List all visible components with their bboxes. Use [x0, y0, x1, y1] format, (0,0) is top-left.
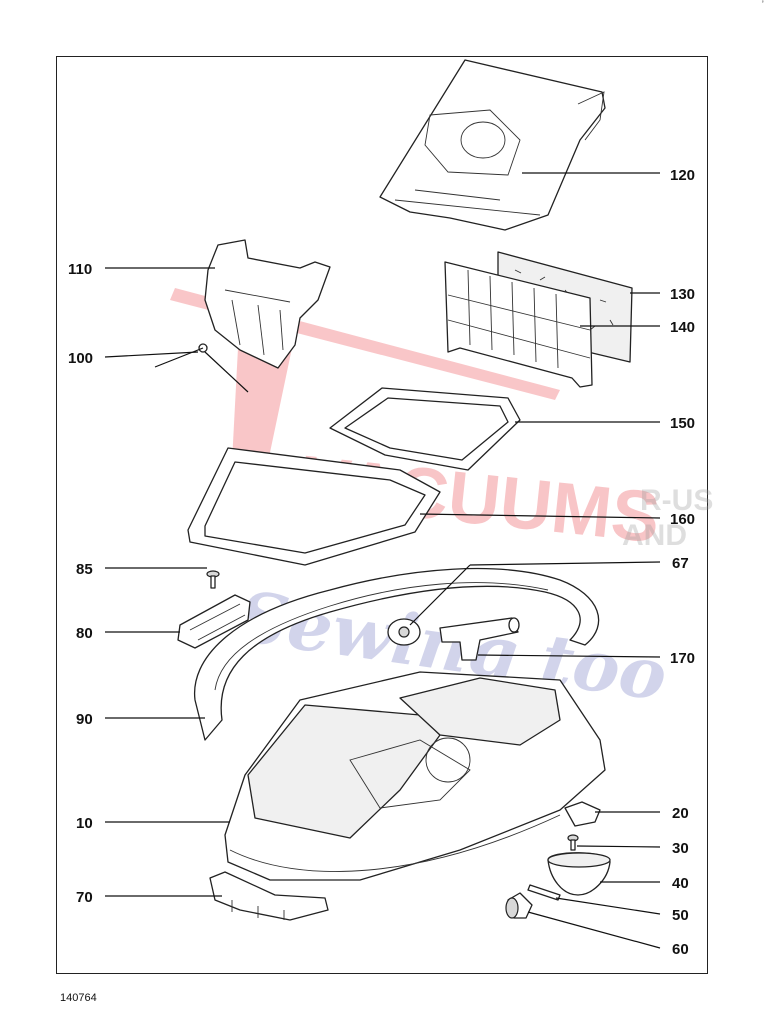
watermark-tag: R-US: [640, 484, 713, 517]
callout-30: 30: [672, 840, 689, 857]
callout-80: 80: [76, 625, 93, 642]
watermark-and: AND: [622, 519, 687, 552]
callout-130: 130: [670, 286, 695, 303]
part-170-connector: [439, 617, 520, 661]
leader-67a: [409, 564, 471, 626]
part-50-axle: [527, 884, 561, 901]
callout-160: 160: [670, 511, 695, 528]
part-150-seal: [329, 387, 521, 471]
leader-60: [527, 911, 661, 949]
part-10-base-housing: [224, 671, 606, 881]
callout-170: 170: [670, 650, 695, 667]
leader-170: [477, 654, 661, 658]
leader-30: [576, 845, 661, 848]
callout-60: 60: [672, 941, 689, 958]
part-85-screw: [206, 570, 220, 589]
diagram-frame: [56, 56, 708, 974]
callout-90: 90: [76, 711, 93, 728]
callout-100: 100: [68, 350, 93, 367]
leader-lines: [104, 172, 661, 949]
part-160-lid-frame: [187, 447, 441, 566]
part-60-roller: [505, 892, 533, 919]
leader-160: [419, 513, 661, 519]
part-67-valve: [387, 618, 421, 646]
callout-10: 10: [76, 815, 93, 832]
callout-40: 40: [672, 875, 689, 892]
part-110-bag-holder: [204, 239, 331, 369]
callout-67: 67: [672, 555, 689, 572]
leader-50: [555, 897, 661, 915]
corner-mark: ʼ: [761, 0, 764, 11]
drawing-code: 140764: [60, 992, 97, 1004]
callout-150: 150: [670, 415, 695, 432]
leader-67b: [469, 561, 661, 566]
part-20-bracket: [564, 801, 601, 827]
part-100-spring-pin: [154, 343, 249, 393]
part-40-wheel: [547, 852, 611, 896]
callout-140: 140: [670, 319, 695, 336]
callout-120: 120: [670, 167, 695, 184]
callout-70: 70: [76, 889, 93, 906]
part-140-filter-grille: [444, 261, 593, 388]
part-90-bumper: [193, 567, 600, 741]
callout-20: 20: [672, 805, 689, 822]
part-70-front-trim: [209, 871, 329, 921]
part-30-screw: [567, 834, 579, 851]
callout-110: 110: [68, 261, 92, 278]
part-120-dust-bag: [379, 59, 606, 231]
leader-100: [104, 351, 199, 358]
callout-labels: 120 110 130 140 100 150 160 85 67 80 170…: [68, 167, 695, 958]
callout-85: 85: [76, 561, 93, 578]
callout-50: 50: [672, 907, 689, 924]
part-80-clip: [177, 594, 251, 649]
